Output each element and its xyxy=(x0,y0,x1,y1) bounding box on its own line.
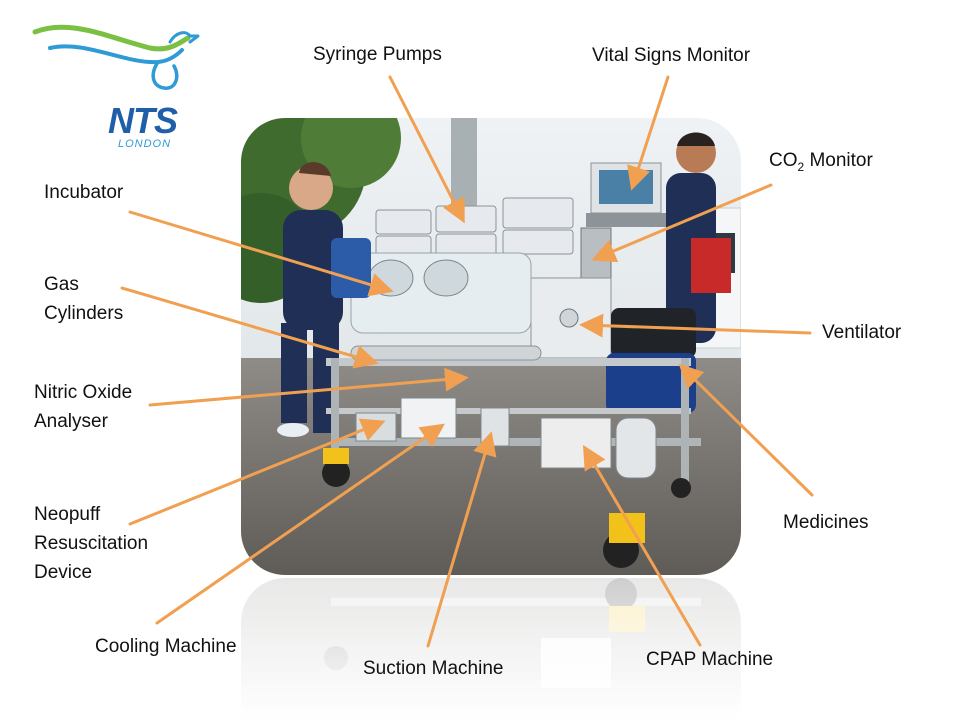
co2-suffix: Monitor xyxy=(804,150,873,171)
bird-logo-icon xyxy=(32,24,200,90)
logo-subtitle: LONDON xyxy=(118,138,172,150)
co2-prefix: CO xyxy=(769,150,798,171)
label-vital-signs-monitor: Vital Signs Monitor xyxy=(592,45,751,66)
label-medicines: Medicines xyxy=(783,512,869,533)
label-suction-machine: Suction Machine xyxy=(363,658,504,679)
trolley-illustration xyxy=(241,118,741,575)
label-syringe-pumps: Syringe Pumps xyxy=(313,44,442,65)
gas-line-2: Cylinders xyxy=(44,303,124,324)
label-cpap-machine: CPAP Machine xyxy=(646,649,774,670)
label-nitric-oxide-analyser: Nitric Oxide Analyser xyxy=(34,378,132,436)
nitric-line-1: Nitric Oxide xyxy=(34,382,133,403)
label-gas-cylinders: Gas Cylinders xyxy=(44,270,123,328)
gas-line-1: Gas xyxy=(44,274,79,295)
neopuff-line-2: Resuscitation xyxy=(34,533,149,554)
transport-trolley-photo xyxy=(241,118,741,575)
label-ventilator: Ventilator xyxy=(822,322,902,343)
label-co2-monitor: CO2 Monitor xyxy=(769,146,873,175)
label-cooling-machine: Cooling Machine xyxy=(95,636,237,657)
label-neopuff: Neopuff Resuscitation Device xyxy=(34,500,148,587)
label-incubator: Incubator xyxy=(44,182,124,203)
neopuff-line-1: Neopuff xyxy=(34,504,101,525)
nitric-line-2: Analyser xyxy=(34,411,108,432)
neopuff-line-3: Device xyxy=(34,562,93,583)
nts-logo: NTS LONDON xyxy=(30,18,200,150)
co2-subscript: 2 xyxy=(797,159,805,174)
logo-wordmark: NTS xyxy=(108,100,178,141)
